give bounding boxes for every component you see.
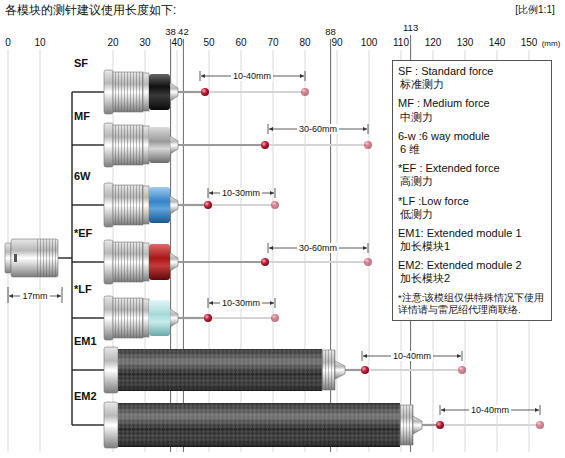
- range-label: 30-60mm: [297, 243, 339, 254]
- range-label: 10-30mm: [220, 298, 262, 309]
- scale-number: 60: [235, 37, 246, 49]
- module-name: SF: [74, 57, 88, 70]
- scale-number: 120: [425, 37, 442, 49]
- scale-number: 110: [393, 37, 409, 49]
- scale-number: 150: [521, 37, 538, 49]
- dimension-mark: 38: [165, 26, 176, 37]
- legend-line: 加长模块2: [398, 272, 546, 285]
- range-label: 30-60mm: [297, 124, 339, 135]
- base-module: [5, 239, 58, 277]
- dimension-mark: 88: [325, 26, 336, 37]
- scale-note: [比例1:1]: [515, 4, 554, 16]
- scale-number: 0: [5, 37, 11, 49]
- legend-line: *EF : Extended force: [398, 162, 546, 175]
- scale-number: 130: [457, 37, 474, 49]
- 6w-module: [104, 183, 279, 227]
- module-name: EM1: [74, 335, 97, 348]
- range-label: 10-30mm: [220, 188, 262, 199]
- legend-line: 中测力: [398, 111, 546, 124]
- legend-line: MF : Medium force: [398, 97, 546, 110]
- em2-module: [104, 402, 544, 448]
- dimension-mark: 42: [178, 26, 189, 37]
- scale-number: 10: [34, 37, 45, 49]
- scale-number: 30: [139, 37, 150, 49]
- module-name: 6W: [74, 170, 91, 183]
- legend-line: 6-w :6 way module: [398, 130, 546, 143]
- legend-line: *LF :Low force: [398, 195, 546, 208]
- module-name: *EF: [74, 227, 92, 240]
- legend-note: *注意:该模组仅供特殊情况下使用 详情请与雷尼绍代理商联络.: [398, 292, 546, 317]
- sf-module: [104, 70, 309, 114]
- legend-line: EM2: Extended module 2: [398, 259, 546, 272]
- scale-number: 20: [107, 37, 118, 49]
- range-label: 10-40mm: [231, 71, 273, 82]
- scale-number: 80: [299, 37, 310, 49]
- range-label: 10-40mm: [391, 351, 433, 362]
- legend-line: 加长模块1: [398, 240, 546, 253]
- legend-line: SF : Standard force: [398, 65, 546, 78]
- legend-box: SF : Standard force标准测力 MF : Medium force…: [392, 60, 552, 321]
- scale-number: 70: [267, 37, 278, 49]
- ef-module: [104, 240, 372, 284]
- legend-line: 高测力: [398, 175, 546, 188]
- unit-label: (mm): [542, 39, 561, 49]
- title: 各模块的测针建议使用长度如下:: [5, 3, 176, 17]
- dimension-line: [8, 287, 62, 303]
- range-label: 10-40mm: [469, 405, 511, 416]
- tree-bracket: [58, 92, 104, 425]
- legend-line: 标准测力: [398, 78, 546, 91]
- scale-number: 140: [489, 37, 506, 49]
- legend-line: 6 维: [398, 143, 546, 156]
- dimension-mark: 113: [403, 22, 418, 33]
- module-name: *LF: [74, 283, 92, 296]
- legend-line: EM1: Extended module 1: [398, 227, 546, 240]
- dimension-label: 17mm: [20, 291, 49, 302]
- module-name: EM2: [74, 390, 97, 403]
- legend-line: 低测力: [398, 208, 546, 221]
- module-name: MF: [74, 110, 90, 123]
- scale-number: 90: [331, 37, 342, 49]
- scale-number: 40: [171, 37, 182, 49]
- mf-module: [104, 123, 372, 167]
- scale-number: 100: [361, 37, 378, 49]
- lf-module: [104, 296, 279, 340]
- em1-module: [104, 347, 466, 393]
- scale-number: 50: [203, 37, 214, 49]
